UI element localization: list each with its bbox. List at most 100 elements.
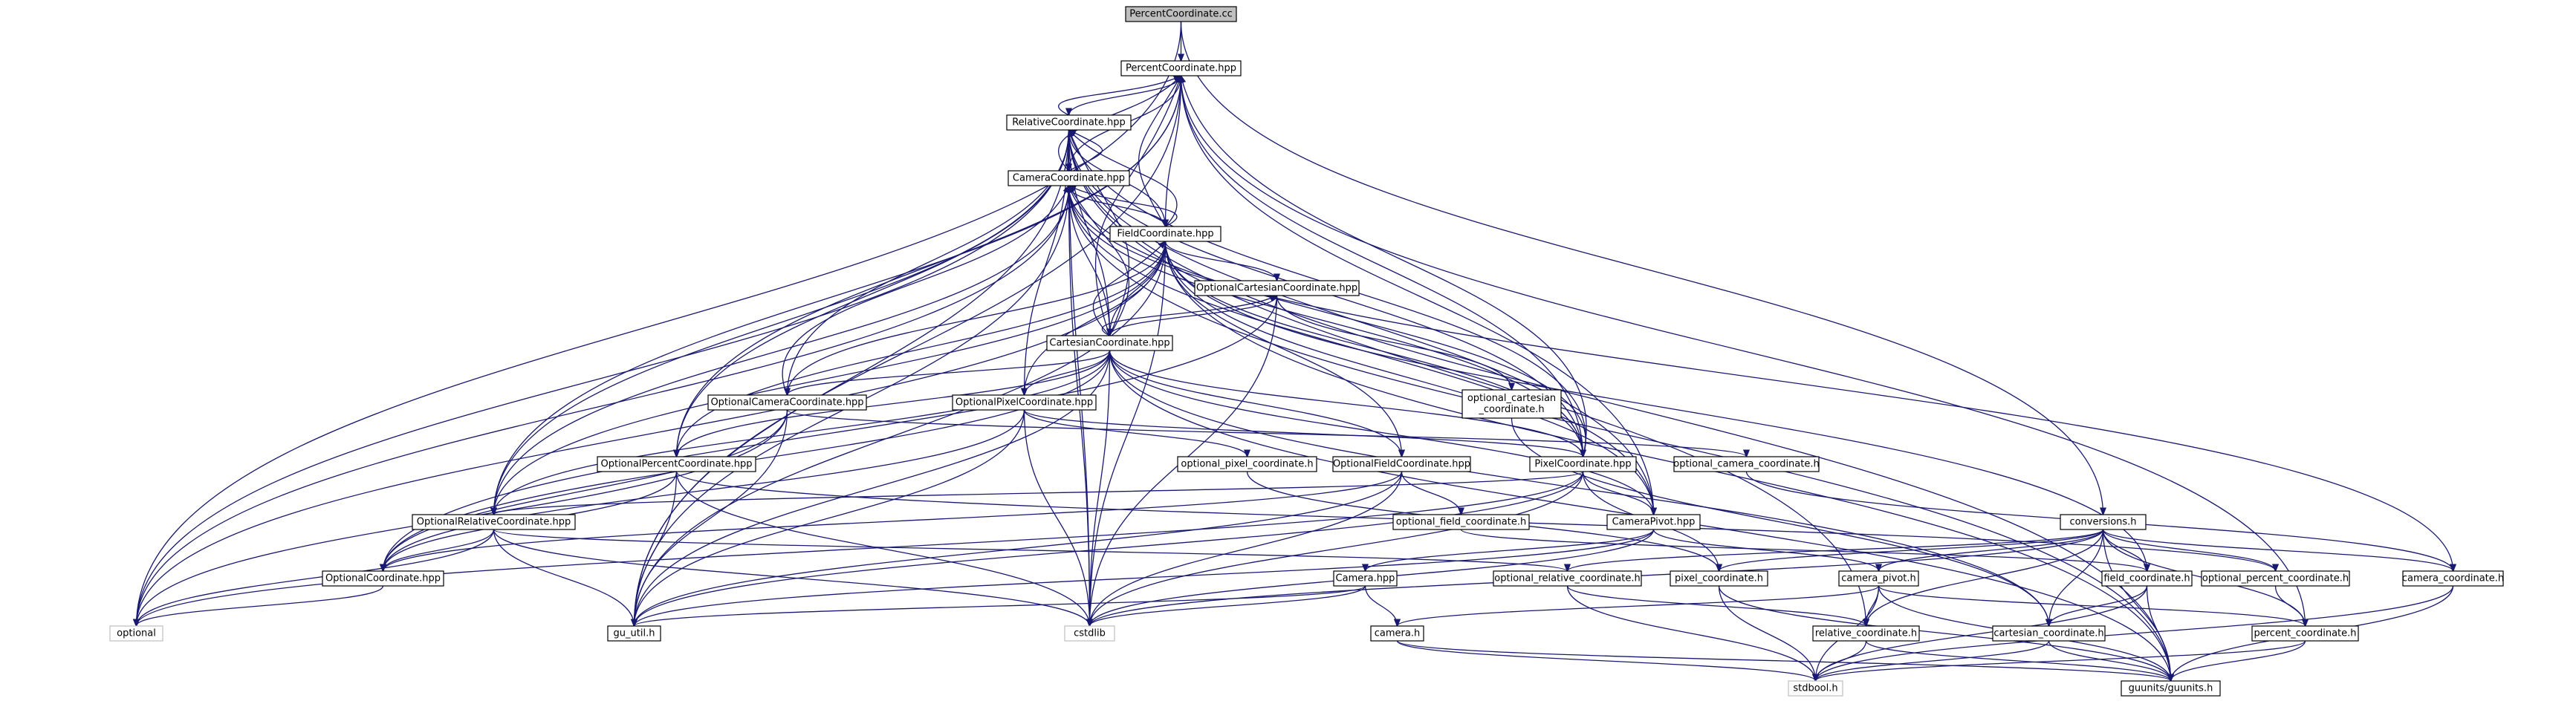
edge-optional_relative_coordinate_h-to-relative_coordinate_h <box>1566 585 1866 626</box>
node-cstdlib[interactable]: cstdlib <box>1064 625 1115 642</box>
node-optional_field_coordinate_h[interactable]: optional_field_coordinate.h <box>1392 514 1530 530</box>
edge-relativecoordinate_hpp-to-cartesiancoordinate_hpp <box>1068 129 1110 336</box>
edge-cartesiancoordinate_hpp-to-cameracoordinate_hpp <box>1069 186 1129 336</box>
node-box <box>1008 170 1130 186</box>
edge-optionalfieldcoordinate_hpp-to-cstdlib <box>1090 471 1403 626</box>
node-box <box>1812 625 1920 642</box>
node-cameracoordinate_hpp[interactable]: CameraCoordinate.hpp <box>1008 170 1130 186</box>
edge-optionalpixelcoordinate_hpp-to-gu_util_h <box>635 409 1025 626</box>
node-conversions_h[interactable]: conversions.h <box>2060 514 2147 530</box>
node-label: FieldCoordinate.hpp <box>1117 229 1213 240</box>
node-box <box>1109 226 1222 242</box>
node-percent_coordinate_h[interactable]: percent_coordinate.h <box>2251 625 2359 642</box>
edge-field_coordinate_h-to-cartesian_coordinate_h <box>2049 585 2148 626</box>
node-optionalfieldcoordinate_hpp[interactable]: OptionalFieldCoordinate.hpp <box>1332 456 1471 472</box>
node-gu_util_h[interactable]: gu_util.h <box>607 625 661 642</box>
edge-fieldcoordinate_hpp-to-cameracoordinate_hpp <box>1069 186 1178 227</box>
edge-optionalcoordinate_hpp-to-optional <box>137 585 384 626</box>
node-percentcoordinate_cc[interactable]: PercentCoordinate.cc <box>1125 6 1237 22</box>
edge-fieldcoordinate_hpp-to-guunits_h <box>1164 241 2171 681</box>
edge-fieldcoordinate_hpp-to-optionalpercentcoordinate_hpp <box>677 241 1167 457</box>
node-field_coordinate_h[interactable]: field_coordinate.h <box>2101 570 2193 587</box>
edge-conversions_h-to-relative_coordinate_h <box>1866 529 2104 626</box>
node-camera_coordinate_h[interactable]: camera_coordinate.h <box>2402 570 2504 587</box>
node-fieldcoordinate_hpp[interactable]: FieldCoordinate.hpp <box>1109 226 1222 242</box>
edge-relativecoordinate_hpp-to-percentcoordinate_hpp <box>1058 76 1181 116</box>
node-box <box>1529 456 1637 472</box>
edge-fieldcoordinate_hpp-to-optionalcameracoordinate_hpp <box>788 241 1167 395</box>
node-label: optional <box>117 628 156 639</box>
edge-fieldcoordinate_hpp-to-gu_util_h <box>635 241 1167 626</box>
node-camera_h[interactable]: camera.h <box>1370 625 1424 642</box>
node-relativecoordinate_hpp[interactable]: RelativeCoordinate.hpp <box>1006 114 1132 131</box>
edge-optionalfieldcoordinate_hpp-to-optionalcoordinate_hpp <box>383 471 1403 571</box>
node-optional_percent_coordinate_h[interactable]: optional_percent_coordinate.h <box>2201 570 2350 587</box>
edge-percentcoordinate_hpp-to-camerapivot_hpp <box>1180 75 1654 515</box>
node-pixelcoordinate_hpp[interactable]: PixelCoordinate.hpp <box>1529 456 1637 472</box>
edge-pixelcoordinate_hpp-to-percentcoordinate_hpp <box>1181 76 1587 457</box>
edge-fieldcoordinate_hpp-to-optionalrelativecoordinate_hpp <box>494 241 1167 515</box>
edge-cameracoordinate_hpp-to-cartesiancoordinate_hpp <box>1068 185 1110 336</box>
edge-optionalrelativecoordinate_hpp-to-gu_util_h <box>493 529 635 626</box>
node-box <box>1670 570 1768 587</box>
node-cartesiancoordinate_hpp[interactable]: CartesianCoordinate.hpp <box>1046 335 1173 351</box>
node-optionalcoordinate_hpp[interactable]: OptionalCoordinate.hpp <box>322 570 444 587</box>
edge-cartesiancoordinate_hpp-to-optionalfieldcoordinate_hpp <box>1109 350 1402 457</box>
node-optional[interactable]: optional <box>109 625 163 642</box>
node-optionalpercentcoordinate_hpp[interactable]: OptionalPercentCoordinate.hpp <box>597 456 756 472</box>
edge-optional_field_coordinate_h-to-field_coordinate_h <box>1460 529 2147 571</box>
node-box <box>1064 625 1115 642</box>
node-camera_pivot_h[interactable]: camera_pivot.h <box>1838 570 1919 587</box>
edge-optionalcartesiancoordinate_hpp-to-optional_cartesian_coordinate_h <box>1276 295 1512 390</box>
edge-optional_percent_coordinate_h-to-percent_coordinate_h <box>2274 585 2306 626</box>
edge-camera_hpp-to-cstdlib <box>1090 585 1366 626</box>
node-label: RelativeCoordinate.hpp <box>1012 117 1126 128</box>
node-label: OptionalFieldCoordinate.hpp <box>1333 459 1470 470</box>
edge-pixelcoordinate_hpp-to-camerapivot_hpp <box>1582 471 1654 515</box>
edge-cameracoordinate_hpp-to-guunits_h <box>1068 185 2171 681</box>
node-pixel_coordinate_h[interactable]: pixel_coordinate.h <box>1670 570 1768 587</box>
edge-optionalpixelcoordinate_hpp-to-optional_pixel_coordinate_h <box>1023 409 1248 457</box>
edge-cartesiancoordinate_hpp-to-optionalcartesiancoordinate_hpp <box>1101 296 1276 336</box>
edge-pixelcoordinate_hpp-to-optional <box>137 471 1584 626</box>
node-label: relative_coordinate.h <box>1815 628 1917 639</box>
edge-camera_h-to-stdbool_h <box>1396 640 1816 681</box>
node-optionalrelativecoordinate_hpp[interactable]: OptionalRelativeCoordinate.hpp <box>412 514 576 530</box>
node-label: CartesianCoordinate.hpp <box>1049 338 1169 349</box>
edge-percentcoordinate_hpp-to-percent_coordinate_h <box>1180 75 2306 626</box>
edge-optionalpercentcoordinate_hpp-to-gu_util_h <box>635 471 678 626</box>
node-label: PixelCoordinate.hpp <box>1534 459 1631 470</box>
node-label: camera_coordinate.h <box>2402 573 2504 584</box>
node-optionalpixelcoordinate_hpp[interactable]: OptionalPixelCoordinate.hpp <box>952 394 1097 411</box>
node-label: camera.h <box>1375 628 1420 639</box>
node-guunits_h[interactable]: guunits/guunits.h <box>2121 680 2221 697</box>
edge-percent_coordinate_h-to-stdbool_h <box>1816 640 2306 681</box>
node-optional_pixel_coordinate_h[interactable]: optional_pixel_coordinate.h <box>1177 456 1317 472</box>
node-percentcoordinate_hpp[interactable]: PercentCoordinate.hpp <box>1120 60 1242 76</box>
node-optional_relative_coordinate_h[interactable]: optional_relative_coordinate.h <box>1493 570 1642 587</box>
edge-fieldcoordinate_hpp-to-relativecoordinate_hpp <box>1069 130 1178 227</box>
node-label: OptionalPixelCoordinate.hpp <box>956 397 1093 408</box>
edge-percentcoordinate_hpp-to-pixelcoordinate_hpp <box>1180 75 1583 457</box>
node-label: PercentCoordinate.hpp <box>1126 63 1236 74</box>
node-optional_cartesian_coordinate_h[interactable]: optional_cartesian_coordinate.h <box>1461 389 1562 419</box>
node-stdbool_h[interactable]: stdbool.h <box>1788 680 1843 697</box>
edge-optionalrelativecoordinate_hpp-to-cstdlib <box>493 529 1090 626</box>
node-label: conversions.h <box>2069 517 2136 528</box>
node-relative_coordinate_h[interactable]: relative_coordinate.h <box>1812 625 1920 642</box>
edge-optionalcameracoordinate_hpp-to-optionalcoordinate_hpp <box>383 409 788 571</box>
node-optional_camera_coordinate_h[interactable]: optional_camera_coordinate.h <box>1673 456 1820 472</box>
node-camerapivot_hpp[interactable]: CameraPivot.hpp <box>1606 514 1701 530</box>
node-cartesian_coordinate_h[interactable]: cartesian_coordinate.h <box>1992 625 2106 642</box>
edge-optionalcameracoordinate_hpp-to-cameracoordinate_hpp <box>782 186 1068 396</box>
edge-relativecoordinate_hpp-to-optionalrelativecoordinate_hpp <box>494 129 1070 515</box>
node-camera_hpp[interactable]: Camera.hpp <box>1333 570 1398 587</box>
edge-relativecoordinate_hpp-to-relative_coordinate_h <box>1068 129 1866 626</box>
node-optionalcartesiancoordinate_hpp[interactable]: OptionalCartesianCoordinate.hpp <box>1194 280 1360 296</box>
node-optionalcameracoordinate_hpp[interactable]: OptionalCameraCoordinate.hpp <box>707 394 867 411</box>
node-label: cartesian_coordinate.h <box>1993 628 2103 639</box>
edge-fieldcoordinate_hpp-to-field_coordinate_h <box>1164 241 2147 571</box>
edge-cartesiancoordinate_hpp-to-optionalpercentcoordinate_hpp <box>677 350 1111 457</box>
edge-pixelcoordinate_hpp-to-gu_util_h <box>635 471 1584 626</box>
node-label: OptionalCartesianCoordinate.hpp <box>1196 283 1357 294</box>
